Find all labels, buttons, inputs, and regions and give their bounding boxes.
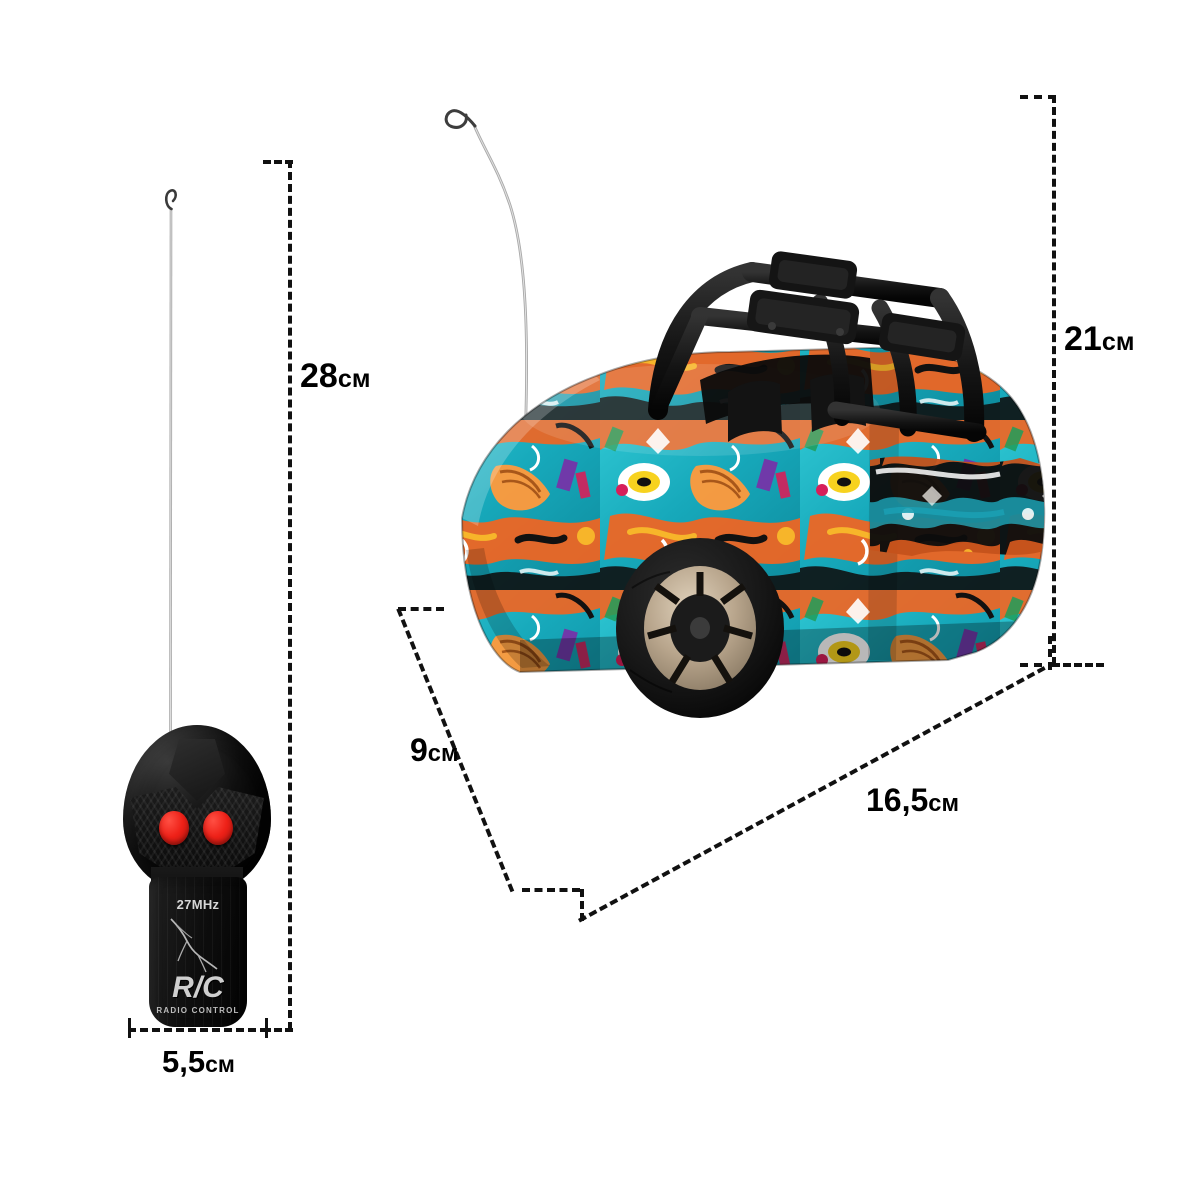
dim-tick-top-28 [263,160,293,164]
remote-button-left[interactable] [159,811,189,845]
dim-tick-left-165 [580,889,584,921]
dim-label-9cm: 9см [410,732,459,768]
dim-tick-top-9 [398,607,444,611]
lightning-bolt-icon [170,918,218,973]
remote-logo-text: R/C [172,971,224,1004]
car-antenna [444,109,528,444]
dim-line-55 [128,1028,268,1032]
remote-body: 27MHz R/C RADIO CONTROL [123,725,271,1027]
dim-tick-top-21 [1020,95,1056,99]
dim-label-55cm: 5,5см [162,1044,235,1079]
car-illustration [460,251,1046,718]
remote-antenna [164,189,177,741]
dim-tick-right-165 [1048,636,1052,670]
dim-line-21 [1052,95,1056,665]
car-roof-light-bars [746,251,966,362]
dim-tick-right-55 [265,1018,268,1038]
remote-control: 27MHz R/C RADIO CONTROL [118,160,288,1030]
dim-tick-bottom-28 [263,1028,293,1032]
remote-frequency-label: 27MHz [176,897,220,912]
car-rear-panel [870,456,1045,556]
dim-line-28 [288,160,292,1030]
remote-brand-logo: R/C RADIO CONTROL [149,971,247,1016]
dim-tick-bottom-21 [1020,663,1056,667]
remote-handle: 27MHz R/C RADIO CONTROL [149,877,247,1027]
remote-button-right[interactable] [203,811,233,845]
remote-logo-subtext: RADIO CONTROL [156,1006,240,1015]
dim-label-28cm: 28см [300,357,371,395]
car-wheel-front [616,538,784,718]
dim-label-165cm: 16,5см [866,782,959,818]
dim-label-21cm: 21см [1064,320,1135,358]
rc-car [400,80,1080,910]
dim-tick-bottom-9 [522,888,580,892]
dim-corner-165 [1052,663,1104,667]
